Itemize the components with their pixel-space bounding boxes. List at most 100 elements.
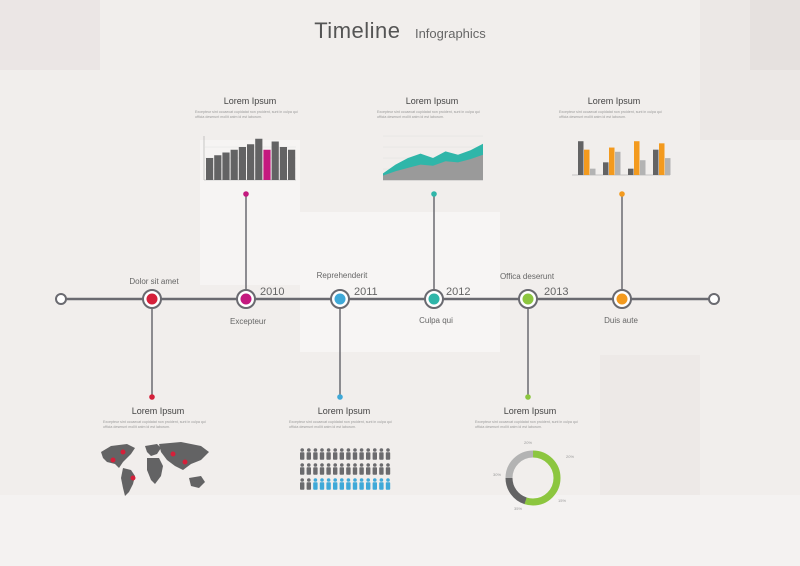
card-text: Excepteur sint occaecat cupidatat non pr… xyxy=(195,110,298,119)
map-marker xyxy=(130,475,136,481)
milestone-node-dot xyxy=(428,293,440,305)
person-icon xyxy=(359,463,364,475)
bar xyxy=(230,149,238,180)
continent-australia xyxy=(189,476,205,488)
stem-dot xyxy=(431,191,437,197)
person-icon xyxy=(346,478,351,490)
person-head xyxy=(359,463,364,467)
person-head xyxy=(373,463,377,467)
person-body xyxy=(379,452,384,460)
person-icon xyxy=(346,448,351,460)
person-body xyxy=(300,452,305,460)
stem-dot xyxy=(149,394,155,400)
card-text: Excepteur sint occaecat cupidatat non pr… xyxy=(289,420,392,429)
person-icon xyxy=(313,463,318,475)
person-body xyxy=(372,467,377,475)
card-top-3: Lorem Ipsum Excepteur sint occaecat cupi… xyxy=(559,96,669,120)
person-head xyxy=(379,478,384,482)
person-head xyxy=(326,478,331,482)
person-icon xyxy=(359,478,364,490)
bar xyxy=(255,138,263,180)
person-body xyxy=(313,452,318,460)
card-title: Lorem Ipsum xyxy=(223,96,277,106)
person-head xyxy=(340,463,344,467)
person-icon xyxy=(372,448,377,460)
person-head xyxy=(346,463,351,467)
person-body xyxy=(385,467,391,475)
person-body xyxy=(333,482,338,490)
person-body xyxy=(313,467,318,475)
person-icon xyxy=(306,448,311,460)
person-body xyxy=(379,467,384,475)
person-head xyxy=(386,463,390,467)
person-icon xyxy=(359,448,364,460)
bar xyxy=(263,149,271,180)
person-body xyxy=(366,482,371,490)
card-top-1: Lorem Ipsum Excepteur sint occaecat cupi… xyxy=(195,96,305,120)
person-icon xyxy=(306,463,311,475)
milestone-label-5: Offica deserunt xyxy=(499,272,555,281)
person-head xyxy=(333,478,337,482)
continent-north-america xyxy=(101,444,135,468)
person-icon xyxy=(346,463,351,475)
person-icon xyxy=(366,463,371,475)
continent-asia xyxy=(159,442,209,470)
person-head xyxy=(307,463,311,467)
bar xyxy=(206,158,214,180)
person-head xyxy=(353,463,357,467)
person-icon xyxy=(300,463,305,475)
person-body xyxy=(359,452,364,460)
bar xyxy=(584,149,590,175)
bar xyxy=(653,149,659,175)
person-body xyxy=(326,452,331,460)
person-icon xyxy=(339,448,344,460)
card-title: Lorem Ipsum xyxy=(131,406,185,416)
person-body xyxy=(359,467,364,475)
milestone-node-dot xyxy=(240,293,252,305)
person-icon xyxy=(366,478,371,490)
area-series xyxy=(383,154,483,180)
person-icon xyxy=(385,448,391,460)
person-icon xyxy=(352,478,358,490)
person-body xyxy=(333,452,338,460)
stem-dot xyxy=(337,394,343,400)
person-head xyxy=(373,448,377,452)
bar xyxy=(222,152,230,180)
person-head xyxy=(320,478,324,482)
donut-label: 35% xyxy=(514,506,522,511)
person-head xyxy=(307,478,311,482)
person-head xyxy=(333,463,337,467)
page-title: Timeline Infographics xyxy=(0,18,800,44)
person-head xyxy=(346,478,351,482)
person-body xyxy=(372,452,377,460)
person-head xyxy=(353,478,357,482)
donut-chart: 20%20%30%15%35% xyxy=(493,440,574,511)
person-head xyxy=(320,463,324,467)
person-body xyxy=(346,482,351,490)
person-head xyxy=(366,463,370,467)
person-body xyxy=(306,452,311,460)
bar xyxy=(634,141,640,175)
person-icon xyxy=(352,448,358,460)
person-head xyxy=(333,448,337,452)
person-head xyxy=(359,478,364,482)
card-text: Excepteur sint occaecat cupidatat non pr… xyxy=(559,110,662,119)
card-text: Excepteur sint occaecat cupidatat non pr… xyxy=(377,110,480,119)
card-title: Lorem Ipsum xyxy=(503,406,557,416)
donut-label: 20% xyxy=(566,454,574,459)
person-body xyxy=(339,452,344,460)
stem-dot xyxy=(243,191,249,197)
bar xyxy=(640,160,646,175)
person-icon xyxy=(379,448,384,460)
person-head xyxy=(366,478,370,482)
map-marker xyxy=(110,457,116,463)
person-head xyxy=(313,448,318,452)
person-head xyxy=(359,448,364,452)
continent-africa xyxy=(147,458,163,484)
person-icon xyxy=(326,463,331,475)
bar xyxy=(578,141,584,175)
person-body xyxy=(313,482,318,490)
person-body xyxy=(366,452,371,460)
person-body xyxy=(319,452,325,460)
year-label: 2013 xyxy=(544,286,569,298)
